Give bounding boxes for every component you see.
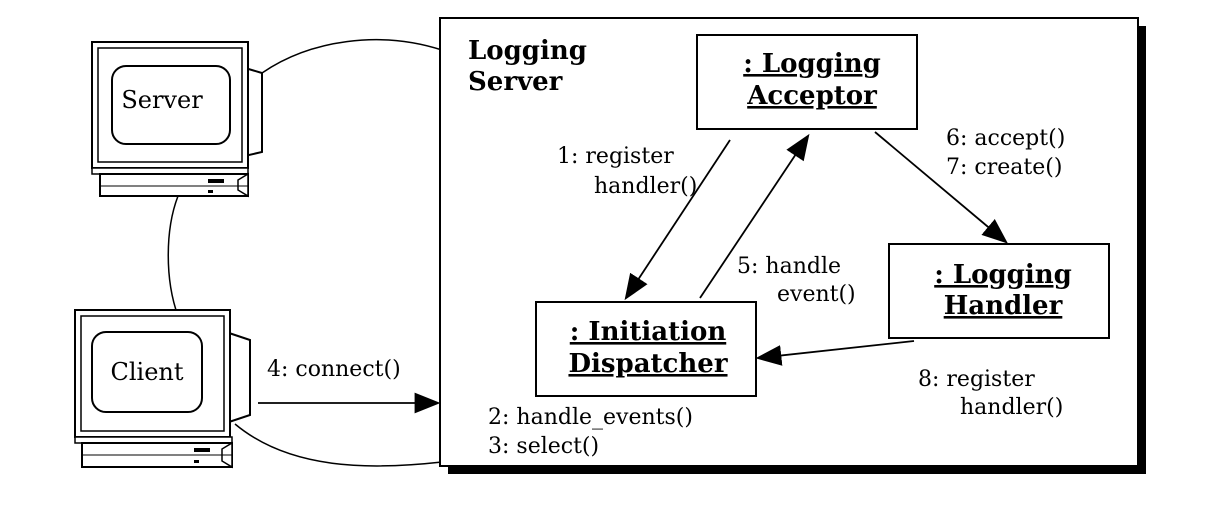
server-client-cable: [167, 195, 179, 317]
label-select: 3: select(): [488, 434, 599, 459]
client-cable: [234, 423, 443, 467]
handler-title: : Logging: [934, 260, 1072, 290]
client-label: Client: [110, 358, 183, 386]
logging-acceptor-box: : Logging Acceptor: [696, 34, 918, 130]
server-cable: [261, 38, 443, 74]
label-create: 7: create(): [946, 155, 1062, 180]
label-handle-event-2: event(): [777, 282, 856, 307]
handler-subtitle: Handler: [944, 291, 1063, 321]
arrow-handler-register: [755, 340, 915, 366]
server-title: Logging: [468, 36, 587, 66]
server-computer-icon: Server: [91, 41, 263, 198]
dispatcher-subtitle: Dispatcher: [568, 349, 727, 379]
arrow-register-handler: [624, 139, 731, 301]
label-accept: 6: accept(): [946, 126, 1065, 151]
label-register-handler-8-2: handler(): [960, 395, 1063, 420]
acceptor-subtitle: Acceptor: [746, 81, 877, 111]
label-register-handler-8-1: 8: register: [918, 367, 1035, 392]
server-subtitle: Server: [468, 67, 563, 97]
arrow-accept-create: [874, 131, 1008, 244]
acceptor-title: : Logging: [743, 49, 881, 79]
label-register-handler-1: 1: register: [557, 144, 674, 169]
label-connect: 4: connect(): [267, 357, 401, 382]
initiation-dispatcher-box: : Initiation Dispatcher: [535, 301, 757, 397]
label-register-handler-2: handler(): [594, 174, 697, 199]
server-label: Server: [121, 86, 203, 114]
logging-handler-box: : Logging Handler: [888, 243, 1110, 339]
dispatcher-title: : Initiation: [570, 317, 727, 347]
label-handle-events: 2: handle_events(): [488, 405, 693, 430]
arrow-handle-event: [699, 133, 810, 299]
client-computer-icon: Client: [74, 309, 251, 469]
label-handle-event-1: 5: handle: [737, 254, 841, 279]
